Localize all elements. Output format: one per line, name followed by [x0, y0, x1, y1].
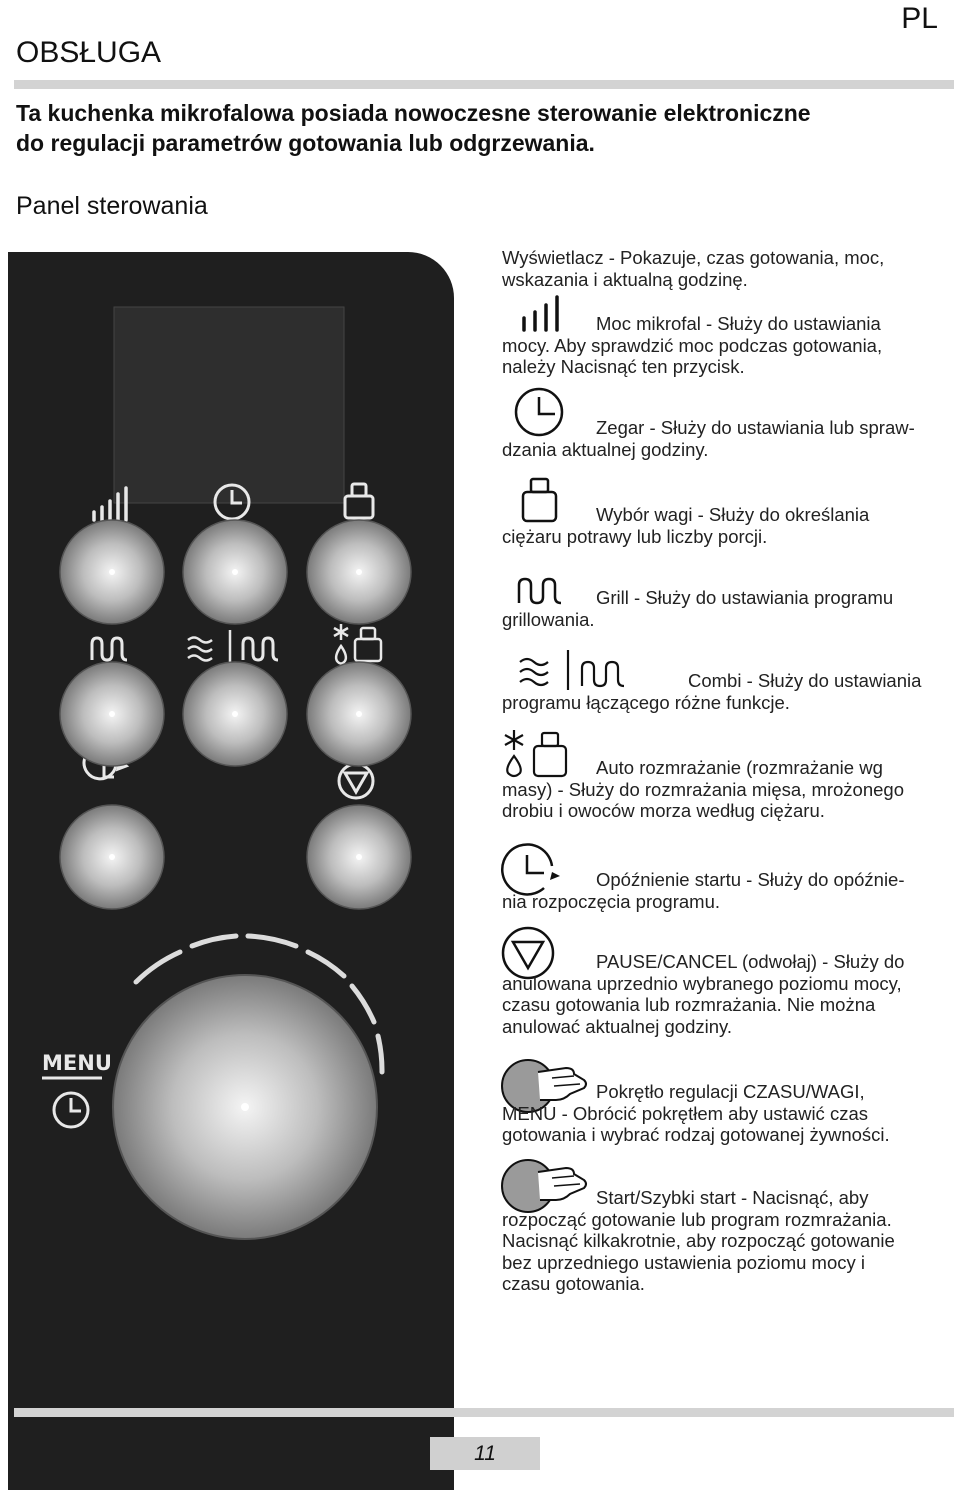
clock-icon [514, 387, 564, 437]
start-press-icon [501, 1159, 587, 1213]
intro-line: do regulacji parametrów gotowania lub od… [16, 130, 595, 156]
combi-icon [519, 650, 625, 690]
weight-icon [521, 477, 558, 523]
clock-icon [213, 483, 251, 521]
combi-button [182, 661, 288, 767]
bottom-divider [14, 1408, 954, 1417]
entry-delay-start: Opóźnienie startu - Służy do opóźnie- ni… [502, 869, 905, 912]
entry-line: grillowania. [502, 608, 595, 630]
entry-line: drobiu i owoców morza według ciężaru. [502, 800, 825, 821]
defrost-icon [504, 730, 568, 778]
pause-cancel-icon [501, 926, 555, 980]
entry-display: Wyświetlacz - Pokazuje, czas gotowania, … [502, 247, 884, 290]
power-icon [522, 295, 559, 332]
entry-line: Auto rozmrażanie (rozmrażanie wg [596, 757, 883, 778]
entry-line: Moc mikrofal - Służy do ustawiania [596, 313, 881, 334]
entry-combi: Combi - Służy do ustawiania programu łąc… [502, 670, 921, 713]
entry-line: rozpocząć gotowanie lub program rozmraża… [502, 1208, 892, 1230]
grill-icon [517, 577, 562, 605]
weight-button [306, 519, 412, 625]
display-window [113, 306, 345, 504]
entry-line: anulowana uprzednio wybranego poziomu mo… [502, 972, 902, 994]
entry-line: masy) - Służy do rozmrażania mięsa, mroż… [502, 778, 905, 800]
entry-line: wskazania i aktualną godzinę. [502, 268, 748, 290]
entry-line: Opóźnienie startu - Służy do opóźnie- [596, 869, 905, 890]
page-title: OBSŁUGA [16, 36, 162, 69]
entry-line: Nacisnąć kilkakrotnie, aby rozpocząć got… [502, 1230, 895, 1251]
top-divider [14, 80, 954, 89]
entry-line: Pokrętło regulacji CZASU/WAGI, [596, 1081, 865, 1102]
entry-line: czasu gotowania. [502, 1273, 645, 1294]
entry-line: programu łączącego różne funkcje. [502, 691, 790, 713]
entry-power: Moc mikrofal - Służy do ustawiania mocy.… [502, 313, 882, 378]
language-code: PL [901, 2, 938, 35]
combi-waves-icon [187, 636, 213, 662]
intro-line: Ta kuchenka mikrofalowa posiada nowoczes… [16, 100, 811, 126]
section-subtitle: Panel sterowania [16, 192, 208, 220]
menu-clock-icon [52, 1091, 90, 1129]
entry-line: Wyświetlacz - Pokazuje, czas gotowania, … [502, 247, 885, 268]
power-icon [92, 486, 128, 522]
power-button [59, 519, 165, 625]
pause-cancel-icon [337, 762, 375, 800]
entry-dial: Pokrętło regulacji CZASU/WAGI, MENU - Ob… [502, 1081, 890, 1146]
menu-label: MENU [42, 1051, 112, 1075]
entry-line: należy Nacisnąć ten przycisk. [502, 356, 745, 377]
entry-defrost: Auto rozmrażanie (rozmrażanie wg masy) -… [502, 757, 904, 822]
entry-line: Zegar - Służy do ustawiania lub spraw- [596, 417, 915, 438]
intro-text: Ta kuchenka mikrofalowa posiada nowoczes… [16, 98, 946, 158]
page-number: 11 [430, 1437, 540, 1470]
entry-line: nia rozpoczęcia programu. [502, 890, 720, 912]
entry-line: PAUSE/CANCEL (odwołaj) - Służy do [596, 951, 905, 972]
control-panel: MENU [8, 252, 454, 1490]
entry-line: mocy. Aby sprawdzić moc podczas gotowani… [502, 334, 883, 356]
entry-grill: Grill - Służy do ustawiania programu gri… [502, 587, 893, 630]
pause-cancel-button [306, 804, 412, 910]
weight-icon [343, 482, 375, 520]
entry-line: anulować aktualnej godziny. [502, 1015, 733, 1037]
entry-line: bez uprzedniego ustawienia poziomu mocy … [502, 1251, 866, 1273]
entry-line: Wybór wagi - Służy do określania [596, 504, 870, 525]
dial-turn-icon [501, 1059, 587, 1113]
grill-button [59, 661, 165, 767]
entry-start: Start/Szybki start - Nacisnąć, aby rozpo… [502, 1187, 895, 1295]
entry-line: dzania aktualnej godziny. [502, 438, 709, 460]
entry-line: Combi - Służy do ustawiania [688, 670, 922, 691]
control-panel-drawing: MENU [42, 306, 412, 1240]
entry-pause-cancel: PAUSE/CANCEL (odwołaj) - Służy do anulow… [502, 951, 904, 1037]
entry-line: czasu gotowania lub rozmrażania. Nie moż… [502, 994, 876, 1015]
defrost-button [306, 661, 412, 767]
entry-line: ciężaru potrawy lub liczby porcji. [502, 525, 768, 547]
entry-line: gotowania i wybrać rodzaj gotowanej żywn… [502, 1124, 890, 1145]
entry-clock: Zegar - Służy do ustawiania lub spraw- d… [502, 417, 915, 460]
entry-weight: Wybór wagi - Służy do określania ciężaru… [502, 504, 869, 547]
combi-grill-icon [241, 636, 279, 662]
entry-line: Start/Szybki start - Nacisnąć, aby [596, 1187, 869, 1208]
dial-arc [133, 933, 385, 1075]
defrost-icon [333, 624, 383, 665]
time-weight-dial [112, 974, 378, 1240]
delay-start-button [59, 804, 165, 910]
entry-line: MENU - Obrócić pokrętłem aby ustawić cza… [502, 1102, 868, 1124]
grill-icon [90, 636, 128, 662]
clock-button [182, 519, 288, 625]
delay-start-icon [500, 843, 560, 896]
entry-line: Grill - Służy do ustawiania programu [596, 587, 894, 608]
